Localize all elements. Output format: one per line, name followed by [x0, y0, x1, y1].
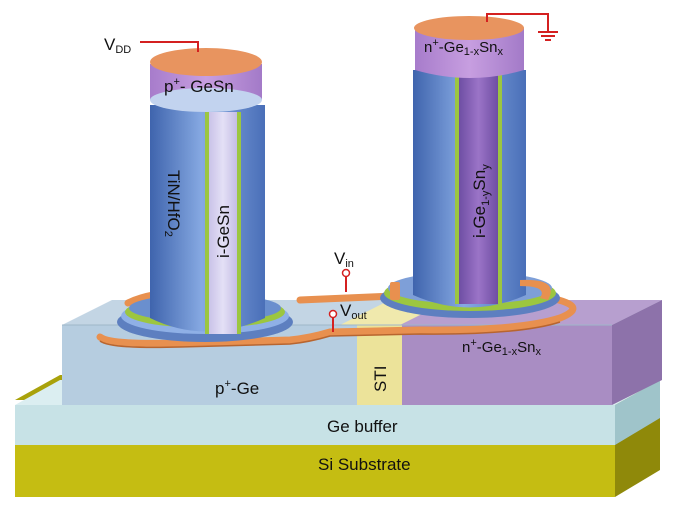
- vdd-wire: [140, 41, 199, 52]
- vin-terminal: [341, 268, 351, 292]
- interconnect-ring-edge: [99, 321, 561, 349]
- p-ge-label: p+-Ge: [215, 378, 259, 398]
- vdd-label: VDD: [104, 35, 131, 56]
- ge-buffer-label: Ge buffer: [327, 417, 398, 436]
- si-substrate-label: Si Substrate: [318, 455, 411, 474]
- right-ring-tabs: [390, 279, 551, 300]
- sti-region: [357, 325, 402, 405]
- left-cap-label: p+- GeSn: [164, 76, 234, 96]
- n-ge-label: n+-Ge1-xSnx: [462, 337, 541, 358]
- right-pillar: [380, 16, 560, 318]
- right-cap-label: n+-Ge1-xSnx: [424, 37, 503, 58]
- ground-wire: [486, 13, 549, 32]
- i-gesn-y-label: i-Ge1-ySny: [470, 164, 492, 238]
- left-pillar: [117, 48, 293, 342]
- ground-symbol: [538, 31, 558, 41]
- vout-label: Vout: [340, 301, 367, 322]
- vin-label: Vin: [334, 249, 354, 270]
- tin-hfo2-label: TiN/HfO2: [162, 170, 183, 237]
- sti-label: STI: [371, 366, 390, 392]
- vout-terminal: [328, 309, 338, 332]
- n-ge-region: [402, 325, 612, 405]
- i-gesn-label: i-GeSn: [214, 205, 233, 258]
